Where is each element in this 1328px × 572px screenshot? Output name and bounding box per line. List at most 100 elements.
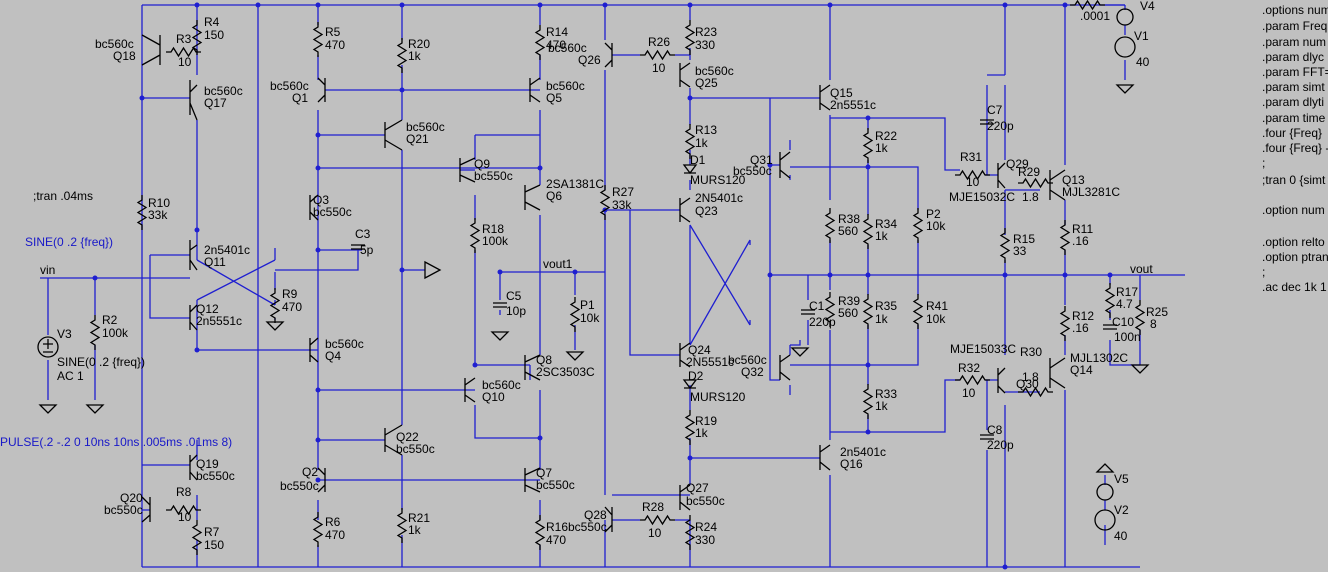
value-r23: 330 <box>695 38 715 52</box>
ref-q20: Q20 <box>120 491 143 505</box>
ref-r3: R3 <box>176 32 192 46</box>
value-q9: bc550c <box>474 169 513 183</box>
ref-d2: D2 <box>688 369 704 383</box>
value-r11: .16 <box>1072 234 1089 248</box>
value-r18: 100k <box>482 234 509 248</box>
directive-line: ; <box>1262 265 1265 279</box>
value-q31: bc550c <box>733 164 772 178</box>
directive-line: .param time <box>1262 111 1326 125</box>
ref-v3: V3 <box>57 327 72 341</box>
ref-q27: Q27 <box>686 481 709 495</box>
net-label-vout: vout <box>1130 262 1153 276</box>
ref-v4: V4 <box>1140 0 1155 13</box>
value-r10: 33k <box>148 208 168 222</box>
value-r24: 330 <box>695 533 715 547</box>
ref-r30: R30 <box>1020 345 1042 359</box>
ref-r32: R32 <box>958 361 980 375</box>
value-q17: bc560c <box>204 84 243 98</box>
value-q13: MJL3281C <box>1062 185 1120 199</box>
ref-r4: R4 <box>204 15 220 29</box>
ref-q7: Q7 <box>536 466 552 480</box>
value-q5: bc560c <box>546 79 585 93</box>
value-p2: 10k <box>926 219 946 233</box>
value-q30: MJE15033C <box>950 342 1016 356</box>
ref-q4: Q4 <box>325 349 341 363</box>
value-v4: .0001 <box>1080 9 1110 23</box>
ref-c7: C7 <box>987 103 1003 117</box>
ref-q15: Q15 <box>830 86 853 100</box>
value-r12: .16 <box>1072 321 1089 335</box>
value-r3: 10 <box>178 55 192 69</box>
ref-c1: C1 <box>809 299 825 313</box>
value-q20: bc550c <box>104 503 143 517</box>
value-r4: 150 <box>204 28 224 42</box>
value-q28: bc550c <box>568 520 607 534</box>
value-r17: 4.7 <box>1116 297 1133 311</box>
directive-line: .four {Freq} - <box>1262 141 1328 155</box>
ref-r22: R22 <box>875 129 897 143</box>
value-q15: 2n5551c <box>830 98 876 112</box>
ref-r24: R24 <box>695 520 717 534</box>
value-r8: 10 <box>178 510 192 524</box>
value-q12: 2n5551c <box>196 314 242 328</box>
ref-v1: V1 <box>1134 29 1149 43</box>
ref-q24: Q24 <box>688 343 711 357</box>
ref-q14: Q14 <box>1070 363 1093 377</box>
sine-source-annotation: SINE(0 .2 {freq}) <box>25 235 113 249</box>
value-r6: 470 <box>325 528 345 542</box>
ref-q2: Q2 <box>302 465 318 479</box>
value-r22: 1k <box>875 141 889 155</box>
directive-line: .four {Freq} <box>1262 126 1322 140</box>
directive-line: .param dlyti <box>1262 95 1324 109</box>
value-r26: 10 <box>652 61 666 75</box>
value-q26: bc560c <box>548 41 587 55</box>
value-q4: bc560c <box>325 337 364 351</box>
value-q24: 2N5551c <box>686 355 734 369</box>
ref-r41: R41 <box>926 299 948 313</box>
ref-r11: R11 <box>1072 222 1093 236</box>
directive-line: .param simt <box>1262 80 1325 94</box>
ref-q6: Q6 <box>546 189 562 203</box>
ref-r16: R16 <box>546 520 568 534</box>
ref-r28: R28 <box>642 500 664 514</box>
value-r38: 560 <box>838 224 858 238</box>
ref-q16: Q16 <box>840 457 863 471</box>
ref-r31: R31 <box>960 150 982 164</box>
value-r25: 8 <box>1150 317 1157 331</box>
v3-sine-label: SINE(0 .2 {freq}) <box>57 355 145 369</box>
value-q10: bc560c <box>482 378 521 392</box>
value-q7: bc550c <box>536 478 575 492</box>
ref-q28: Q28 <box>584 508 607 522</box>
ref-q3: Q3 <box>313 193 329 207</box>
value-c7: 220p <box>987 119 1014 133</box>
ref-c5: C5 <box>506 289 522 303</box>
ref-r35: R35 <box>875 299 897 313</box>
directive-line: ;tran 0 {simt <box>1262 173 1326 187</box>
ref-q26: Q26 <box>578 53 601 67</box>
ref-r14: R14 <box>546 25 568 39</box>
ref-r7: R7 <box>204 525 220 539</box>
ref-q13: Q13 <box>1062 173 1085 187</box>
ref-r13: R13 <box>695 123 717 137</box>
value-r16: 470 <box>546 533 566 547</box>
ref-r19: R19 <box>695 414 717 428</box>
value-r21: 1k <box>408 523 422 537</box>
ref-q21: Q21 <box>406 132 429 146</box>
value-q16: 2n5401c <box>840 445 886 459</box>
ref-q19: Q19 <box>196 457 219 471</box>
ref-q17: Q17 <box>204 96 227 110</box>
ref-q25: Q25 <box>695 76 718 90</box>
ref-q18: Q18 <box>113 49 136 63</box>
ref-r18: R18 <box>482 222 504 236</box>
value-q8: 2SC3503C <box>536 365 595 379</box>
component-symbols <box>37 0 1149 556</box>
value-p1: 10k <box>580 311 600 325</box>
ref-r12: R12 <box>1072 309 1094 323</box>
ref-r15: R15 <box>1013 232 1035 246</box>
value-c10: 100n <box>1114 330 1141 344</box>
ref-r2: R2 <box>102 313 118 327</box>
ref-q1: Q1 <box>292 91 308 105</box>
value-r35: 1k <box>875 312 889 326</box>
value-c3: 5p <box>360 243 374 257</box>
